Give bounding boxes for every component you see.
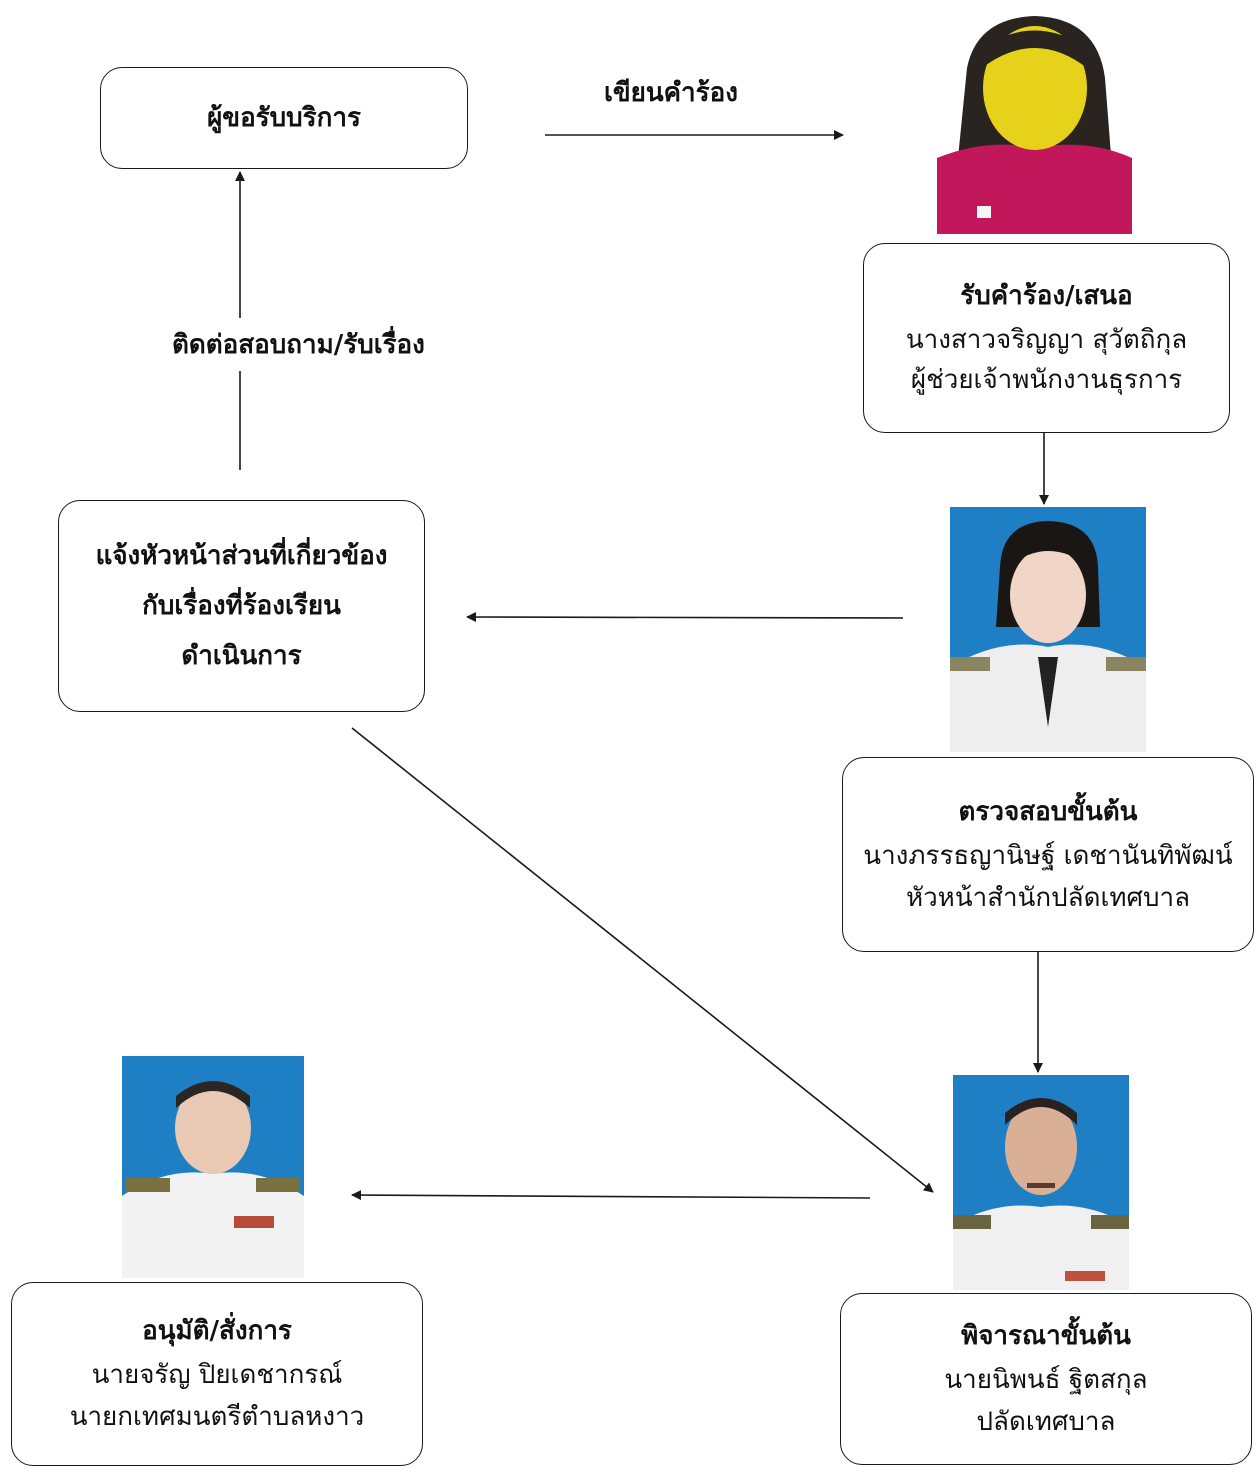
check-box: ตรวจสอบขั้นต้น นางภรรธญานิษฐ์ เดชานันทิพ… (842, 757, 1254, 952)
requester-box: ผู้ขอรับบริการ (100, 67, 468, 169)
photo-check-officer (950, 507, 1146, 752)
consider-position: ปลัดเทศบาล (976, 1407, 1116, 1437)
consider-box: พิจารณาขั้นต้น นายนิพนธ์ ฐิตสกุล ปลัดเทศ… (840, 1293, 1252, 1465)
check-position: หัวหน้าสำนักปลัดเทศบาล (905, 882, 1191, 913)
notify-box: แจ้งหัวหน้าส่วนที่เกี่ยวข้อง กับเรื่องที… (58, 500, 425, 712)
photo-approver (122, 1056, 304, 1278)
arrow-notify-to-consider (351, 727, 934, 1193)
receive-name: นางสาวจริญญา สุวัตถิกุล (905, 325, 1188, 355)
check-name: นางภรรธญานิษฐ์ เดชานันทิพัฒน์ (863, 840, 1233, 871)
photo-consider-officer (953, 1075, 1129, 1290)
consider-name: นายนิพนธ์ ฐิตสกุล (944, 1365, 1148, 1395)
requester-title: ผู้ขอรับบริการ (207, 103, 361, 133)
approve-name: นายจรัญ ปิยเดชากรณ์ (91, 1360, 343, 1390)
photo-receive-officer (937, 8, 1132, 234)
arrow-check-to-notify (466, 612, 904, 623)
approve-position: นายกเทศมนตรีตำบลหงาว (69, 1402, 365, 1432)
edge-label-contact: ติดต่อสอบถาม/รับเรื่อง (172, 318, 425, 371)
edge-label-write-request: เขียนคำร้อง (604, 72, 738, 113)
approve-box: อนุมัติ/สั่งการ นายจรัญ ปิยเดชากรณ์ นายก… (11, 1282, 423, 1466)
notify-line2: กับเรื่องที่ร้องเรียน (142, 591, 341, 621)
approve-title: อนุมัติ/สั่งการ (142, 1316, 292, 1346)
check-title: ตรวจสอบขั้นต้น (958, 796, 1138, 827)
receive-title: รับคำร้อง/เสนอ (960, 281, 1133, 311)
notify-line3: ดำเนินการ (181, 641, 302, 671)
notify-line1: แจ้งหัวหน้าส่วนที่เกี่ยวข้อง (95, 541, 388, 571)
receive-position: ผู้ช่วยเจ้าพนักงานธุรการ (910, 365, 1183, 395)
receive-box: รับคำร้อง/เสนอ นางสาวจริญญา สุวัตถิกุล ผ… (863, 243, 1230, 433)
consider-title: พิจารณาขั้นต้น (961, 1321, 1131, 1351)
arrow-consider-to-approve (351, 1190, 871, 1201)
